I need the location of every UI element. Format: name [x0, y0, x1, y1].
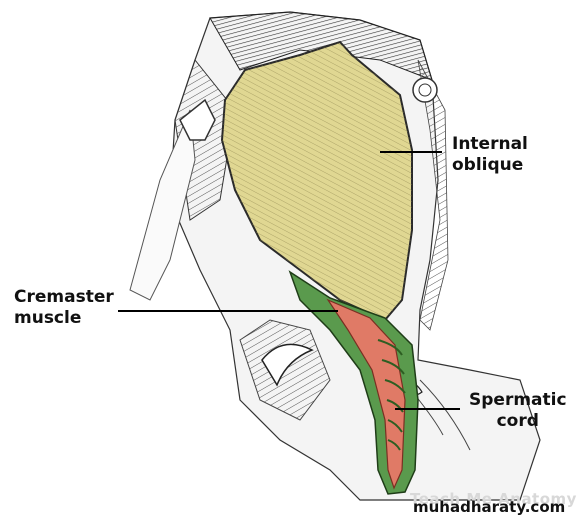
- cremaster-loops: [377, 339, 406, 451]
- spermatic-cord: [326, 298, 406, 490]
- cremaster-muscle-label: Cremaster muscle: [14, 287, 114, 329]
- cremaster-label-line2: muscle: [14, 308, 82, 328]
- internal-oblique-label: Internal oblique: [452, 134, 528, 176]
- internal-oblique-label-line2: oblique: [452, 155, 524, 175]
- site-credit: muhadharaty.com: [413, 498, 566, 516]
- spermatic-cord-label: Spermatic cord: [469, 390, 567, 432]
- spermatic-label-line1: Spermatic: [469, 390, 567, 410]
- cremaster-label-line1: Cremaster: [14, 287, 114, 307]
- internal-oblique-fibers: [222, 42, 412, 320]
- watermark: Teach Me Anatomy: [410, 490, 577, 508]
- spermatic-label-line2: cord: [496, 411, 539, 431]
- internal-oblique-label-line1: Internal: [452, 134, 528, 154]
